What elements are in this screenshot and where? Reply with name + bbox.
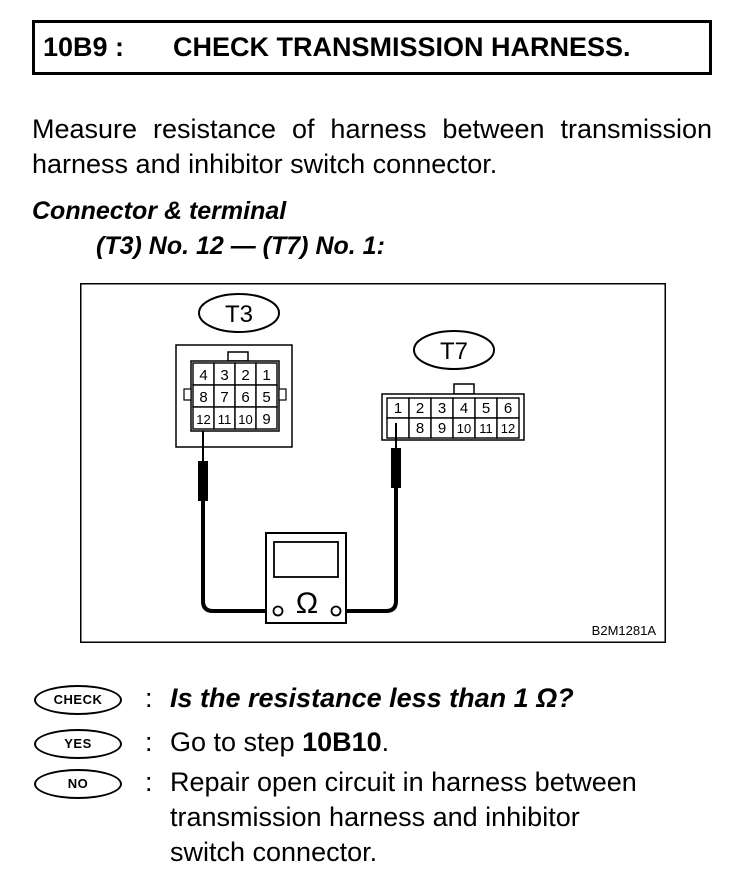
figure-code: B2M1281A (592, 623, 657, 638)
yes-answer: Go to step 10B10. (170, 725, 712, 760)
no-line-1: Repair open circuit in harness between (170, 767, 637, 797)
t7-label: T7 (440, 338, 468, 365)
t7-pin-9: 9 (438, 420, 446, 437)
t3-pin-8: 8 (199, 389, 207, 406)
t3-pin-6: 6 (241, 389, 249, 406)
t7-pin-11: 11 (479, 421, 493, 436)
no-badge: NO (34, 769, 122, 799)
intro-text: Measure resistance of harness between tr… (32, 114, 712, 179)
ohmmeter: Ω (265, 532, 347, 624)
t7-pin-2: 2 (416, 400, 424, 417)
check-badge: CHECK (34, 685, 122, 715)
t3-pin-2: 2 (241, 367, 249, 384)
meter-display (273, 541, 339, 578)
check-colon: : (145, 683, 153, 713)
t7-pin-5: 5 (482, 400, 490, 417)
yes-colon: : (145, 727, 153, 757)
ohm-symbol: Ω (296, 587, 318, 620)
t7-probe (340, 423, 401, 613)
t3-pin-10: 10 (238, 412, 252, 427)
t3-label: T3 (225, 301, 253, 328)
t7-pin-3: 3 (438, 400, 446, 417)
t7-pin-1: 1 (394, 400, 402, 417)
yes-badge: YES (34, 729, 122, 759)
t7-cell (496, 417, 520, 439)
yes-prefix: Go to step (170, 727, 303, 757)
t7-pin-12: 12 (501, 421, 515, 436)
t3-pin-4: 4 (199, 367, 207, 384)
t7-cell (386, 417, 410, 439)
t3-probe (198, 431, 272, 613)
t3-pin-3: 3 (220, 367, 228, 384)
connector-heading: Connector & terminal (32, 197, 287, 225)
t3-pin-1: 1 (262, 367, 270, 384)
yes-suffix: . (381, 727, 390, 757)
diagram-frame (80, 283, 666, 643)
no-line-2: transmission harness and inhibitor (170, 802, 580, 832)
t3-cell (255, 406, 278, 430)
t3-pin-5: 5 (262, 389, 270, 406)
t7-callout (413, 330, 495, 370)
t3-pin-7: 7 (220, 389, 228, 406)
connector-spec: (T3) No. 12 — (T7) No. 1: (96, 232, 385, 260)
t7-pin-6: 6 (504, 400, 512, 417)
no-answer: Repair open circuit in harness between t… (170, 765, 712, 870)
t7-pin-8: 8 (416, 420, 424, 437)
t3-pin-9: 9 (262, 411, 270, 428)
t3-pin-11: 11 (218, 412, 232, 427)
step-code: 10B9 : (43, 32, 125, 62)
t7-pin-10: 10 (457, 421, 471, 436)
check-question: Is the resistance less than 1 Ω? (170, 683, 574, 713)
t3-pin-12: 12 (196, 412, 210, 427)
no-line-3: switch connector. (170, 837, 378, 867)
step-header: 10B9 : CHECK TRANSMISSION HARNESS. (32, 20, 712, 75)
yes-step-ref: 10B10 (302, 727, 382, 757)
t7-pin-4: 4 (460, 400, 468, 417)
meter-terminal-right (330, 605, 342, 617)
t3-callout (198, 293, 280, 333)
meter-terminal-left (272, 605, 284, 617)
step-title: CHECK TRANSMISSION HARNESS. (173, 32, 631, 62)
no-colon: : (145, 767, 153, 797)
